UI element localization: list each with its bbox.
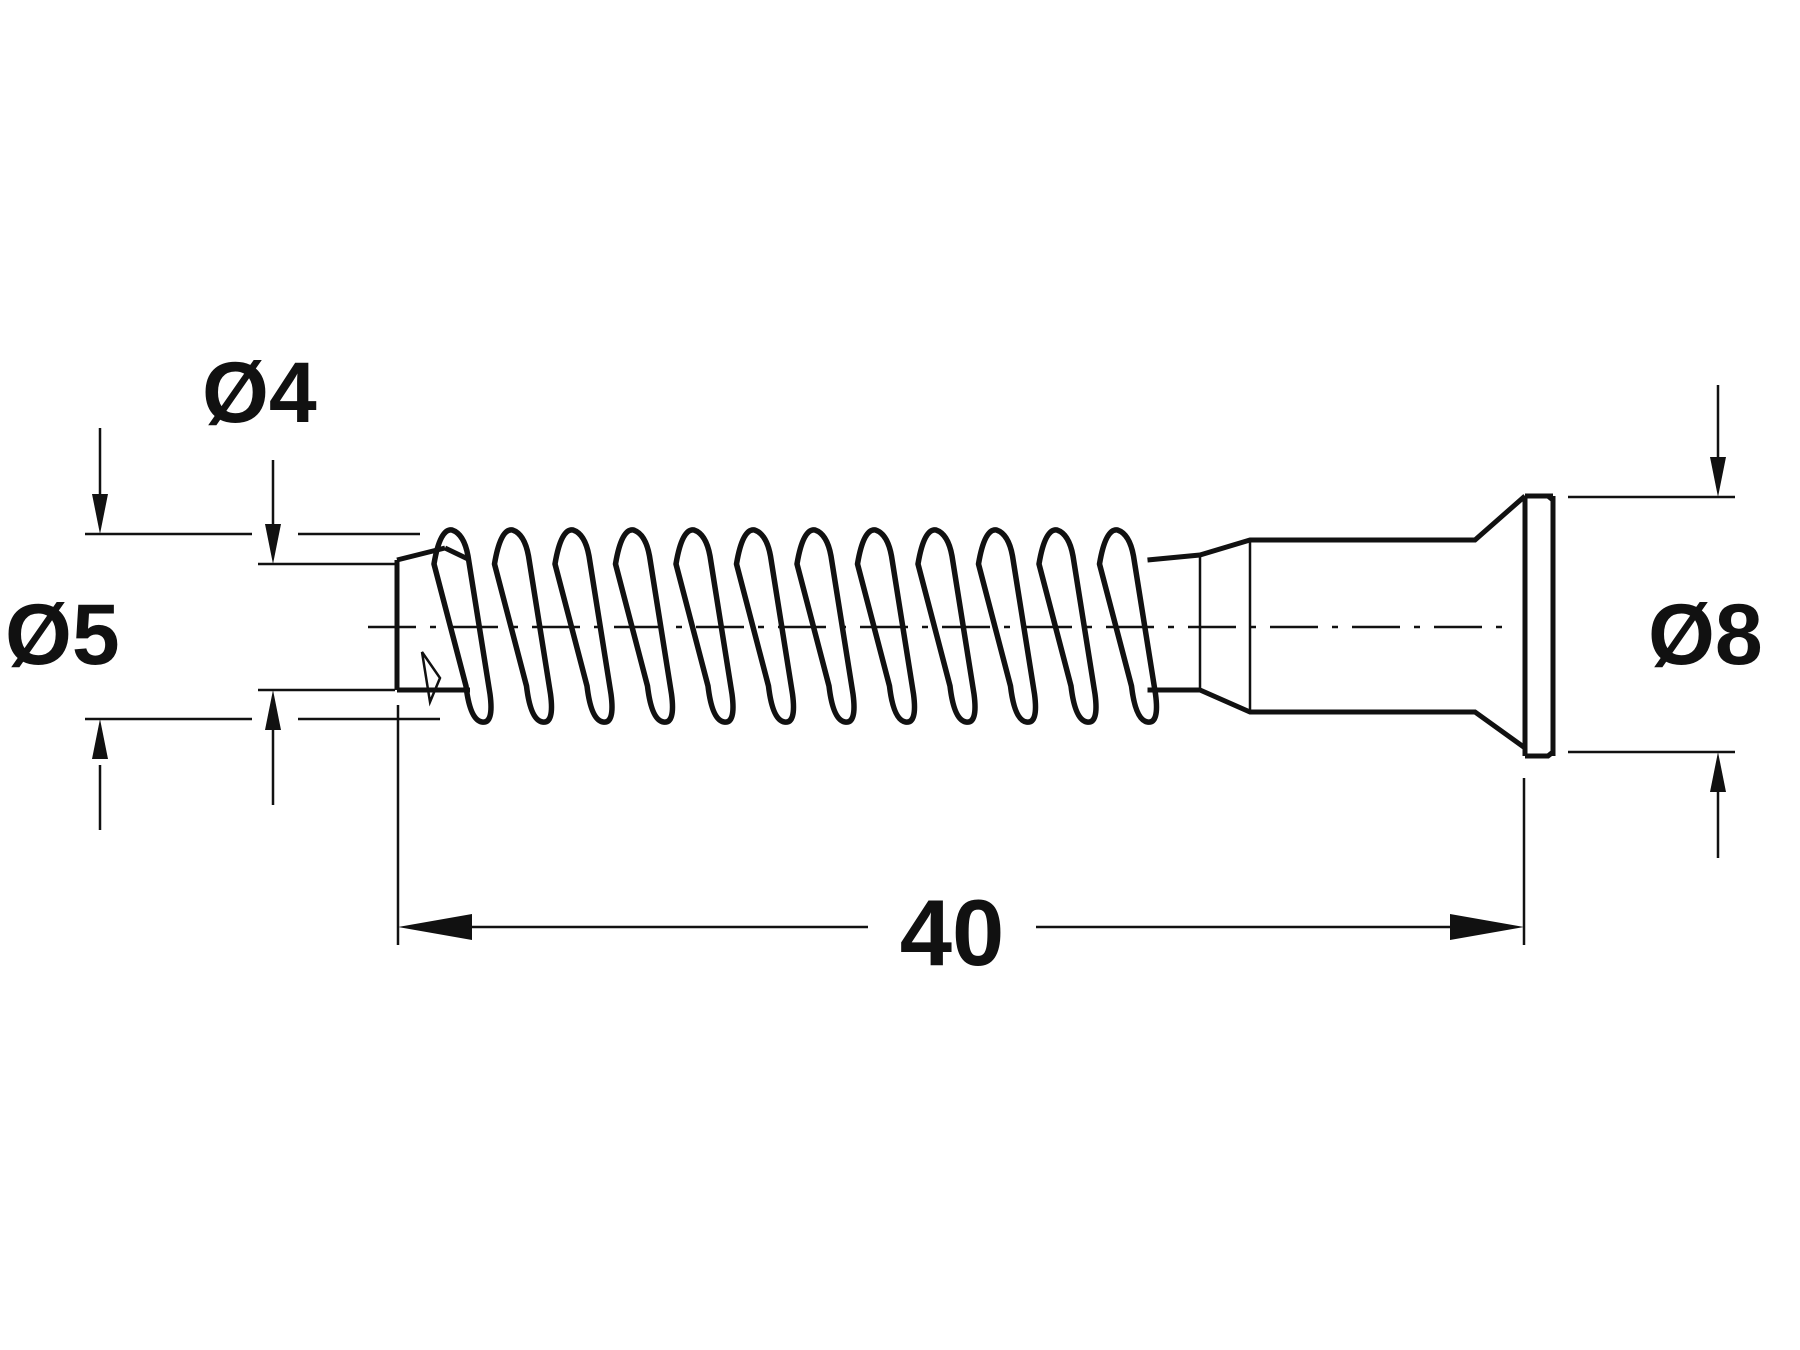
thread-turn (975, 527, 1039, 725)
thread-turn (794, 527, 857, 725)
arrow-down-icon (265, 524, 281, 564)
thread-turn (491, 527, 555, 725)
overall-length-label: 40 (900, 880, 1005, 985)
arrow-right-icon (1450, 914, 1524, 940)
thread-turn (733, 527, 797, 725)
head-diameter-label: Ø8 (1648, 587, 1763, 683)
dimension-core-diameter: Ø4 (202, 345, 440, 805)
dimension-overall-length: 40 (396, 705, 1526, 985)
dimension-outer-diameter: Ø5 (5, 428, 252, 830)
thread-turn (552, 527, 615, 725)
screw-head (1522, 493, 1556, 759)
thread-core-edge (443, 545, 1201, 563)
core-diameter-label: Ø4 (202, 345, 317, 441)
thread-turn (1036, 527, 1099, 725)
arrow-up-icon (1710, 752, 1726, 792)
thread-turn (431, 527, 494, 725)
arrow-down-icon (1710, 457, 1726, 497)
thread-turn (612, 527, 676, 725)
screw-body (368, 493, 1556, 759)
arrow-up-icon (92, 719, 108, 759)
screw-shank (1198, 494, 1527, 751)
arrow-down-icon (92, 494, 108, 534)
thread-turn (1096, 527, 1160, 725)
thread-turn (673, 527, 736, 725)
dimension-head-diameter: Ø8 (1568, 385, 1763, 858)
thread-turn (854, 527, 918, 725)
arrow-up-icon (265, 690, 281, 730)
outer-diameter-label: Ø5 (5, 587, 120, 683)
thread-helix (431, 527, 1201, 725)
arrow-left-icon (398, 914, 472, 940)
thread-turn (915, 527, 978, 725)
